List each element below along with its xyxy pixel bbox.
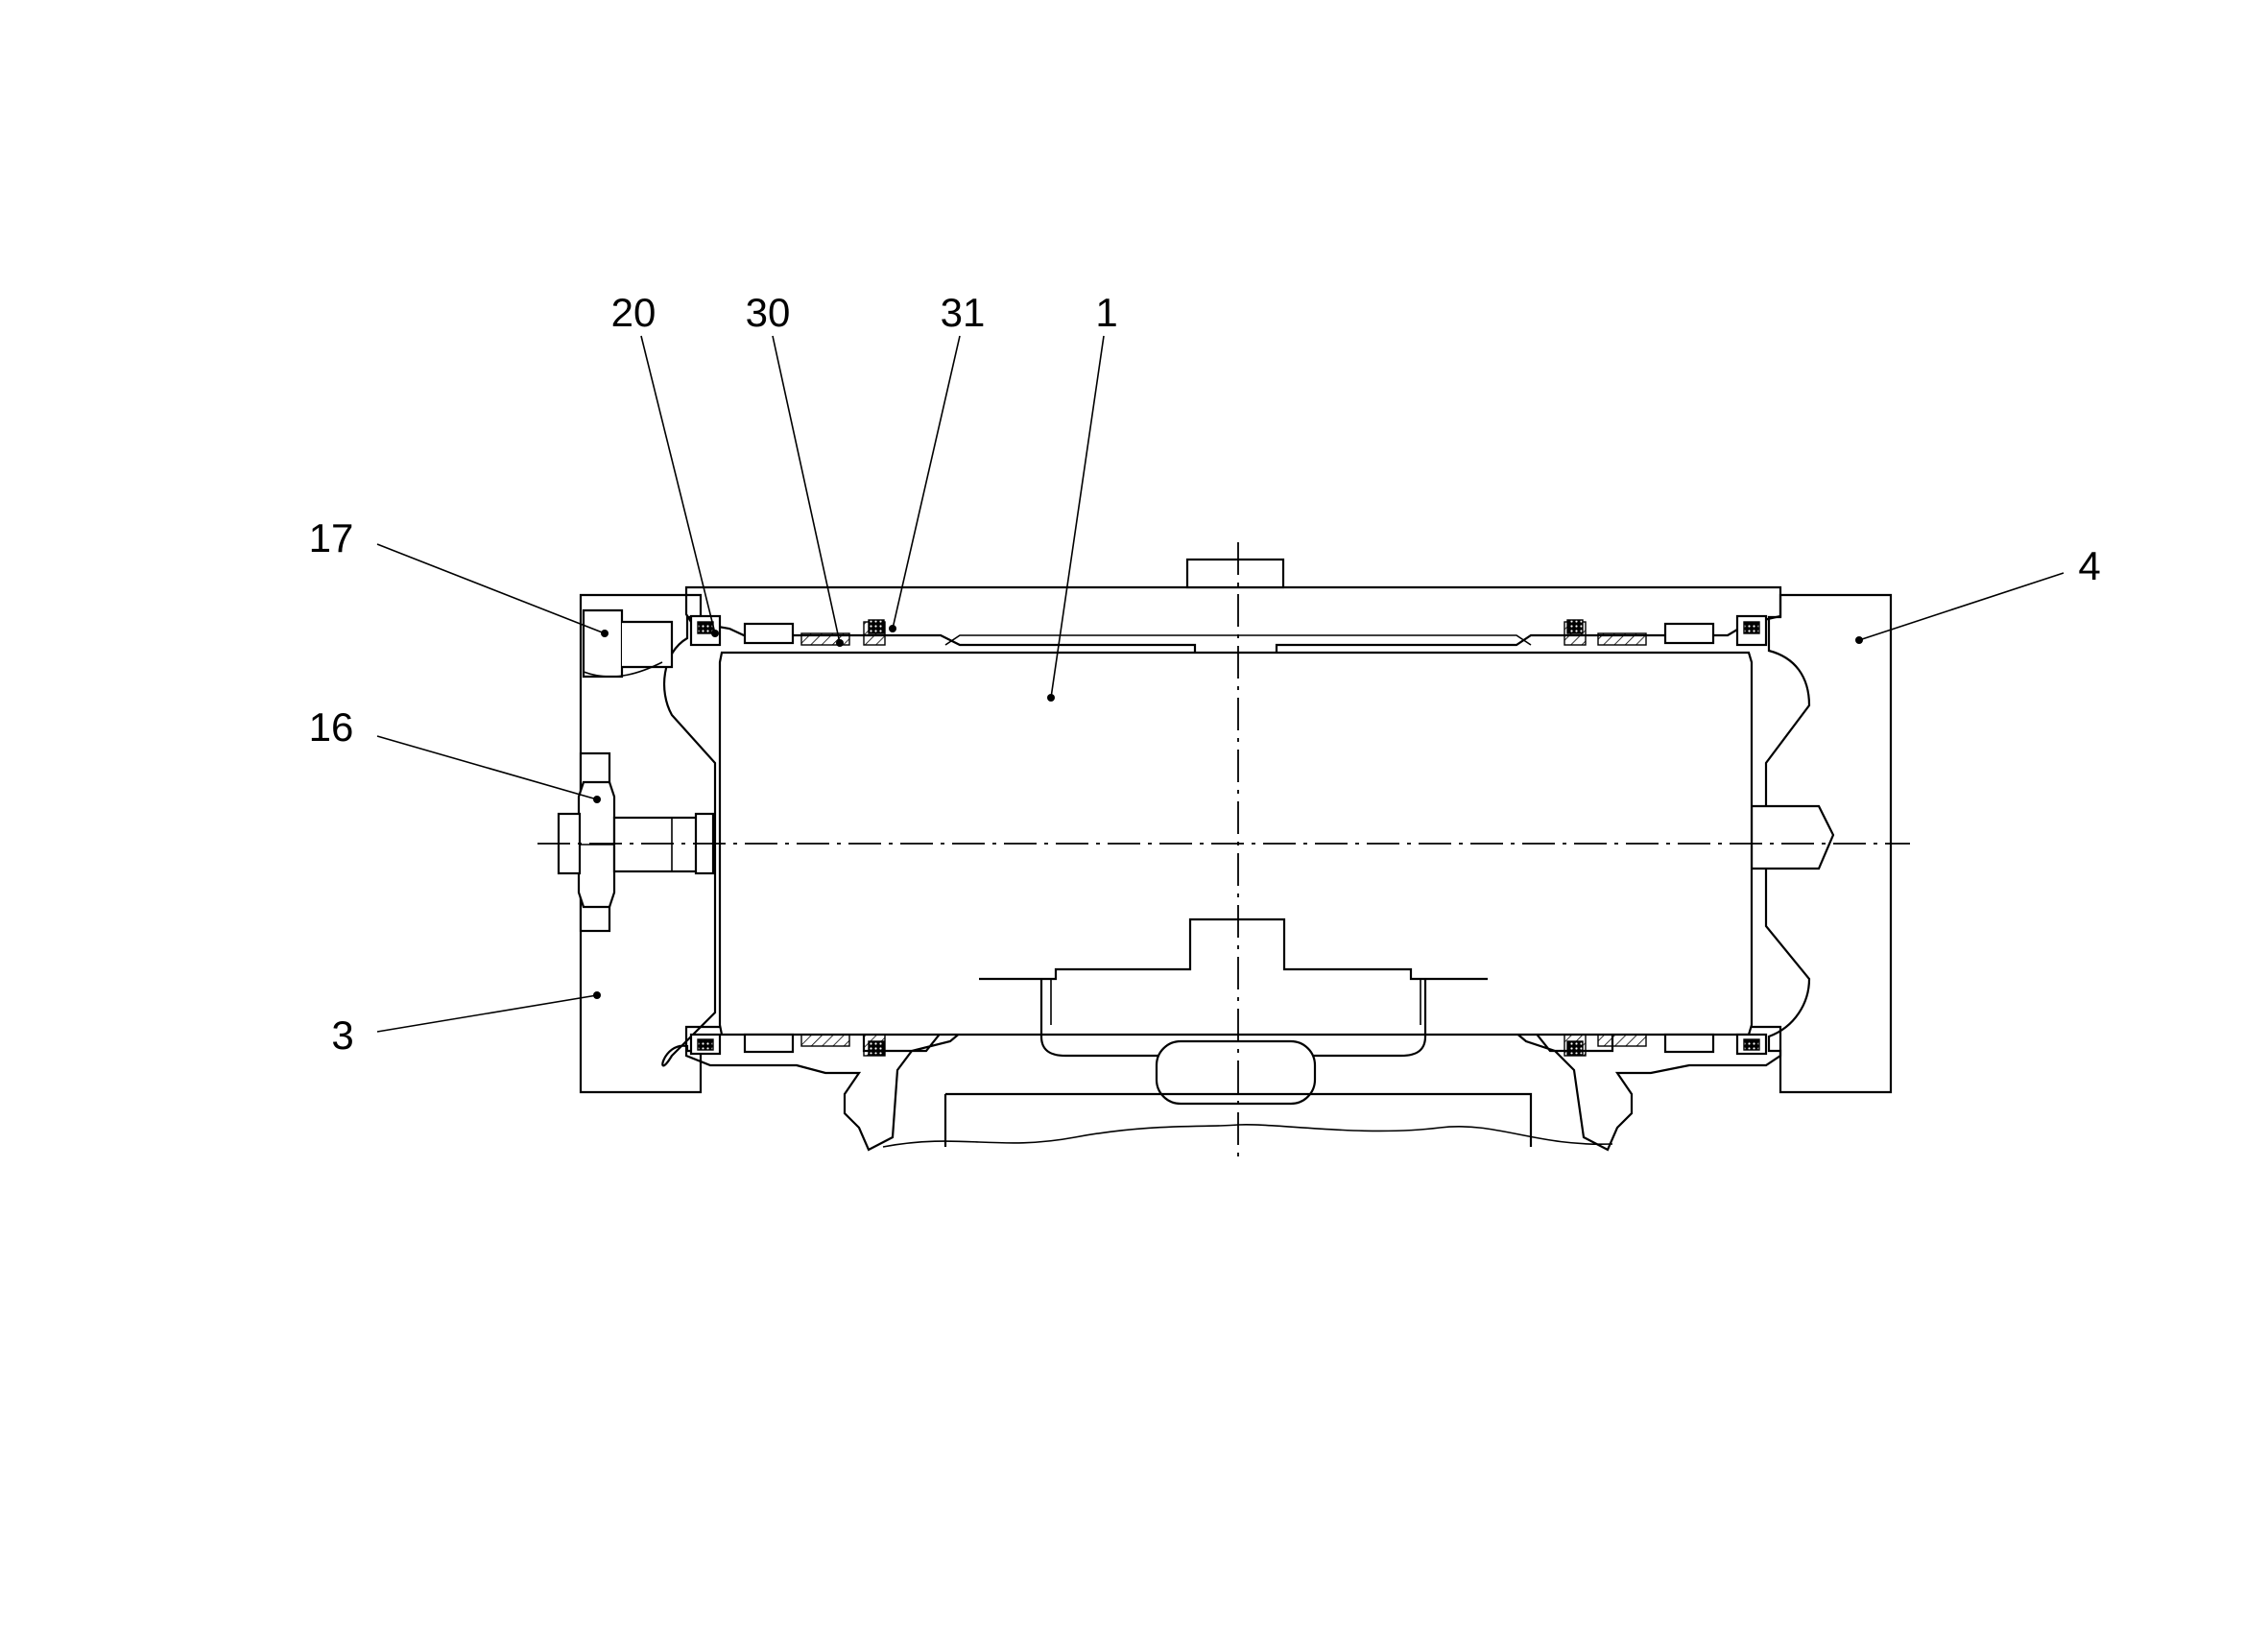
label-31: 31: [941, 290, 986, 335]
seals-bottom: [689, 1033, 1768, 1057]
label-3: 3: [331, 1013, 353, 1058]
label-20: 20: [611, 290, 657, 335]
label-4: 4: [2078, 543, 2100, 588]
label-30: 30: [746, 290, 791, 335]
label-17: 17: [309, 515, 354, 560]
label-16: 16: [309, 704, 354, 750]
label-1: 1: [1095, 290, 1117, 335]
leader-lines: [376, 335, 2065, 1033]
right-end-cap: [1750, 593, 1893, 1094]
adjusting-bolt: [557, 780, 715, 909]
seals-top: [689, 614, 1768, 647]
housing-top: [684, 558, 1782, 664]
plug-screw: [582, 608, 674, 679]
piston: [718, 634, 1754, 1148]
